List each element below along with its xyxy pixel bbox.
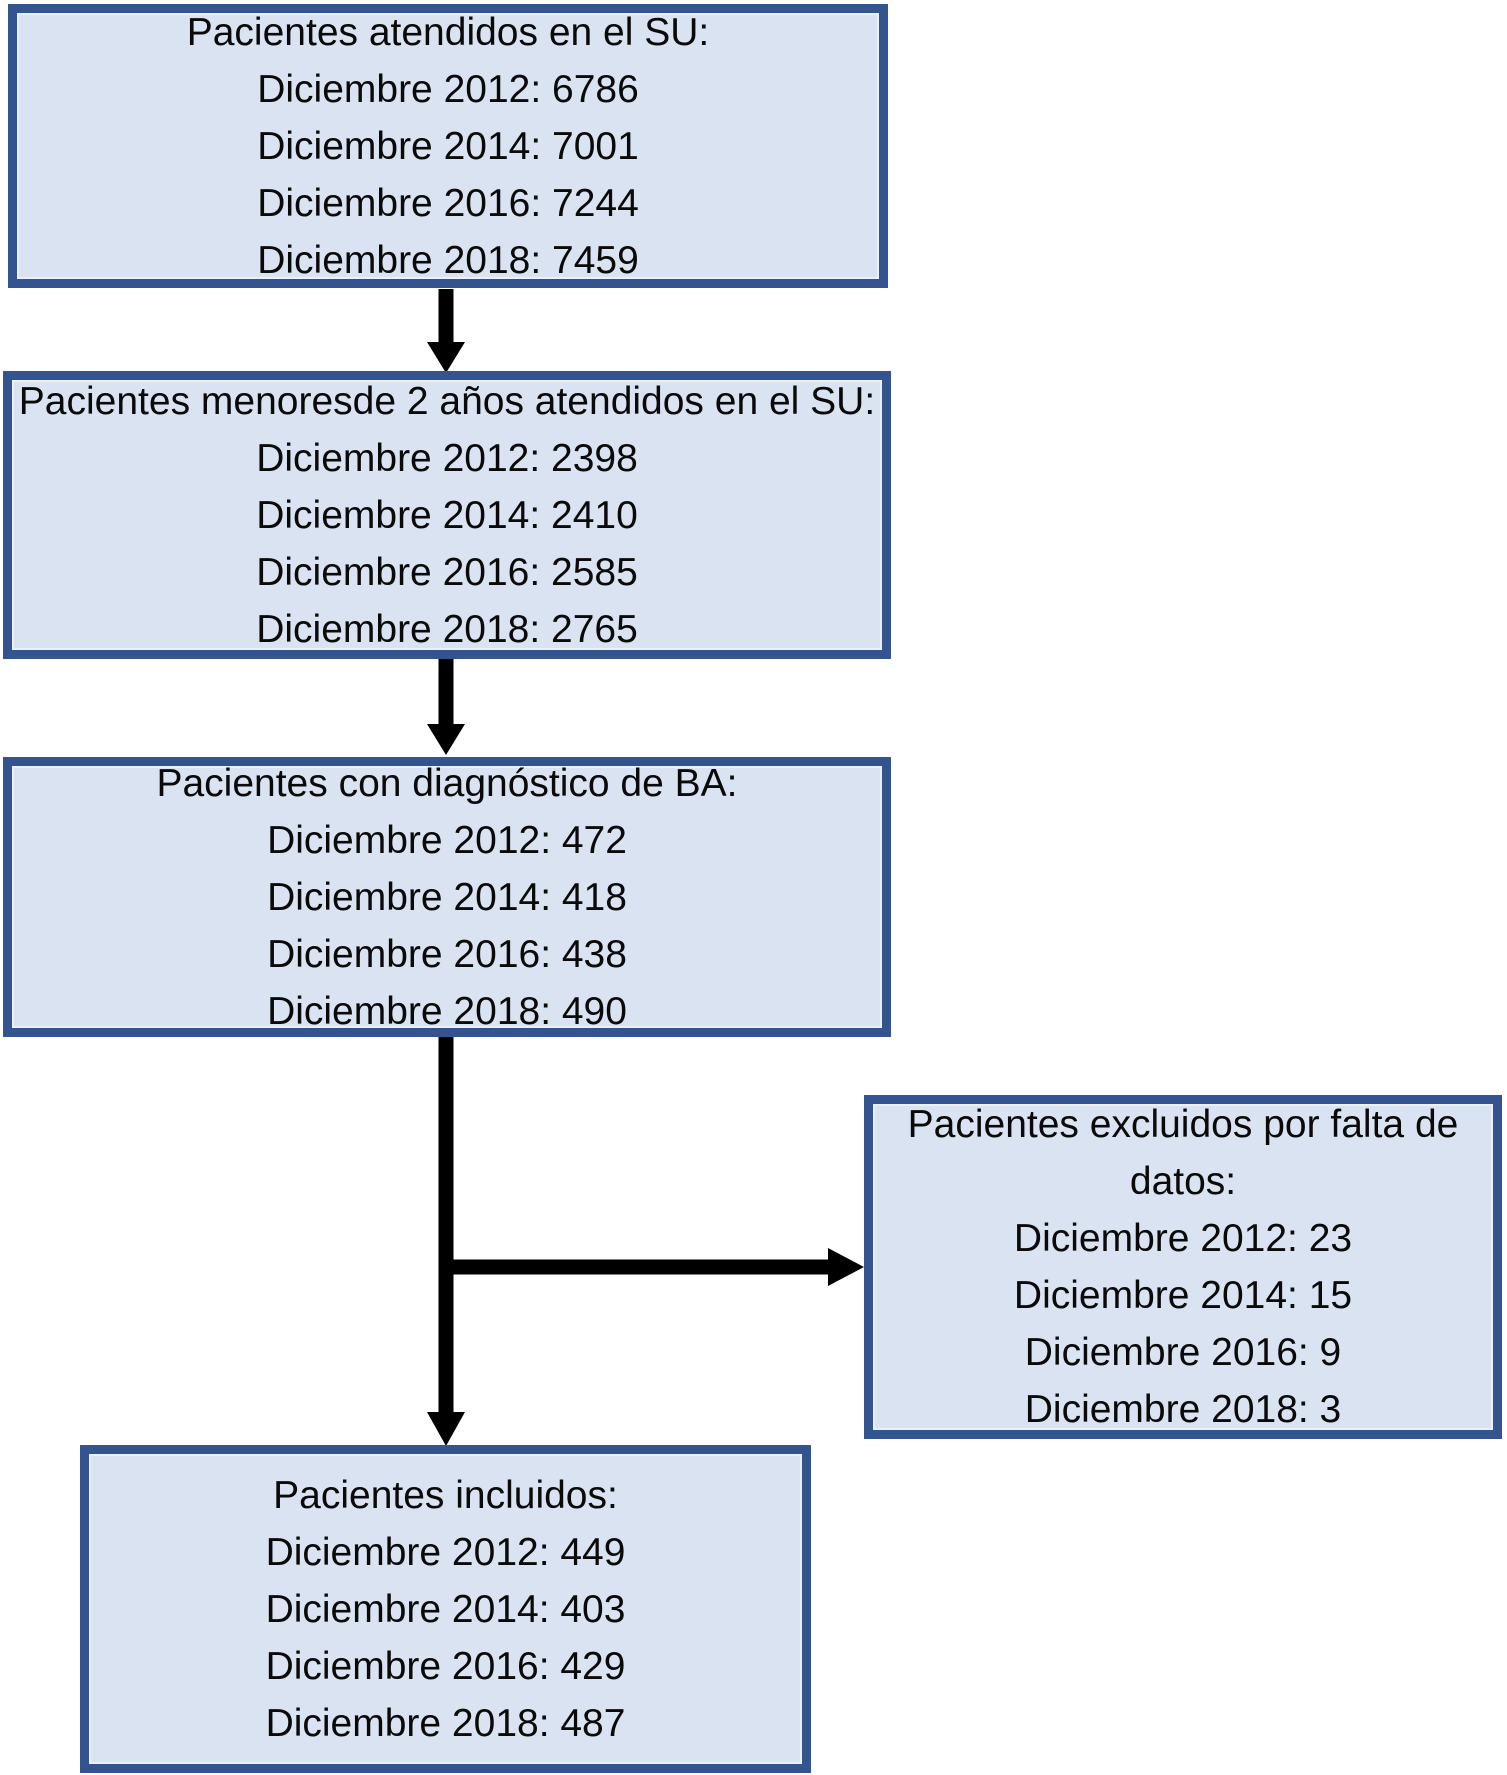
box-title: Pacientes atendidos en el SU: bbox=[186, 10, 710, 54]
box-data-line: Diciembre 2018: 2765 bbox=[256, 607, 638, 651]
box-data-line: Diciembre 2016: 9 bbox=[1024, 1331, 1342, 1374]
flow-box-menores-2-anos: Pacientes menoresde 2 años atendidos en … bbox=[3, 371, 891, 659]
box-data-line: Diciembre 2012: 2398 bbox=[256, 436, 638, 480]
box-data-line: Diciembre 2018: 487 bbox=[265, 1701, 626, 1745]
box-data-line: Diciembre 2018: 3 bbox=[1024, 1388, 1342, 1431]
box-data-line: Diciembre 2012: 449 bbox=[265, 1530, 626, 1574]
box-data-line: Diciembre 2014: 15 bbox=[1013, 1274, 1353, 1317]
box-data-line: Diciembre 2014: 2410 bbox=[256, 493, 638, 537]
arrow-right-exclusion-icon bbox=[446, 1248, 864, 1286]
box-data-line: Diciembre 2018: 7459 bbox=[257, 238, 639, 282]
box-data-line: Diciembre 2014: 7001 bbox=[257, 124, 639, 168]
flow-box-incluidos: Pacientes incluidos: Diciembre 2012: 449… bbox=[80, 1445, 811, 1773]
box-data-line: Diciembre 2014: 418 bbox=[267, 875, 627, 919]
box-data-line: Diciembre 2016: 429 bbox=[265, 1644, 626, 1688]
box-title: Pacientes incluidos: bbox=[273, 1473, 618, 1517]
box-data-line: Diciembre 2016: 7244 bbox=[257, 181, 639, 225]
box-data-line: Diciembre 2012: 6786 bbox=[257, 67, 639, 111]
flow-box-diagnostico-ba: Pacientes con diagnóstico de BA: Diciemb… bbox=[3, 757, 891, 1037]
box-data-line: Diciembre 2012: 472 bbox=[267, 818, 627, 862]
flow-box-excluidos: Pacientes excluidos por falta de datos: … bbox=[864, 1095, 1502, 1439]
box-data-line: Diciembre 2012: 23 bbox=[1013, 1217, 1353, 1260]
box-data-line: Diciembre 2018: 490 bbox=[267, 989, 627, 1033]
arrow-down-1-icon bbox=[427, 289, 465, 373]
flow-box-atendidos: Pacientes atendidos en el SU: Diciembre … bbox=[8, 4, 888, 288]
box-title: Pacientes excluidos por falta de datos: bbox=[907, 1103, 1459, 1203]
box-data-line: Diciembre 2014: 403 bbox=[265, 1587, 626, 1631]
arrow-down-3-icon bbox=[427, 1035, 465, 1446]
arrow-down-2-icon bbox=[427, 657, 465, 755]
box-data-line: Diciembre 2016: 438 bbox=[267, 932, 627, 976]
box-title: Pacientes con diagnóstico de BA: bbox=[156, 761, 738, 805]
box-title: Pacientes menoresde 2 años atendidos en … bbox=[18, 379, 876, 423]
box-data-line: Diciembre 2016: 2585 bbox=[256, 550, 638, 594]
